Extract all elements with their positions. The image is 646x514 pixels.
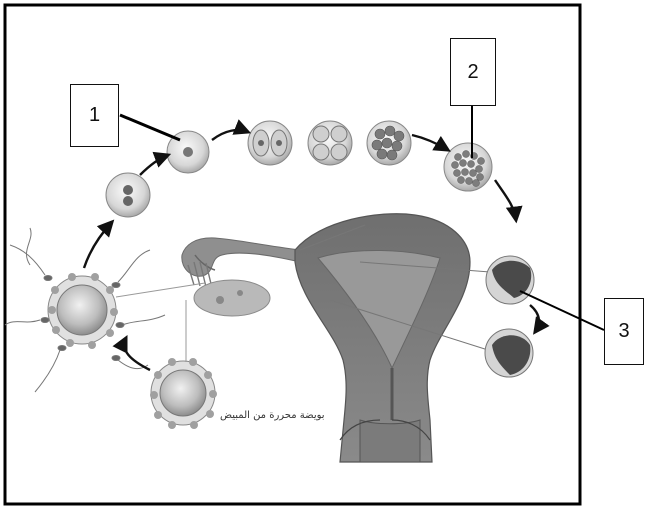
- released-egg-caption: بويضة محررة من المبيض: [220, 410, 325, 421]
- late-morula-stage: [444, 143, 492, 191]
- callout-2: 2: [450, 38, 496, 106]
- morula-stage: [367, 121, 411, 165]
- callout-3-label: 3: [618, 320, 629, 343]
- blastocyst-upper: [486, 256, 534, 304]
- callout-1: 1: [70, 84, 119, 147]
- callout-3: 3: [604, 298, 644, 365]
- blastocyst-lower: [485, 329, 533, 377]
- ovary: [194, 280, 270, 316]
- two-cell-stage: [248, 121, 292, 165]
- zygote-two-nuclei: [106, 173, 150, 217]
- four-cell-stage: [308, 121, 352, 165]
- callout-1-label: 1: [89, 104, 100, 127]
- callout-2-label: 2: [467, 61, 478, 84]
